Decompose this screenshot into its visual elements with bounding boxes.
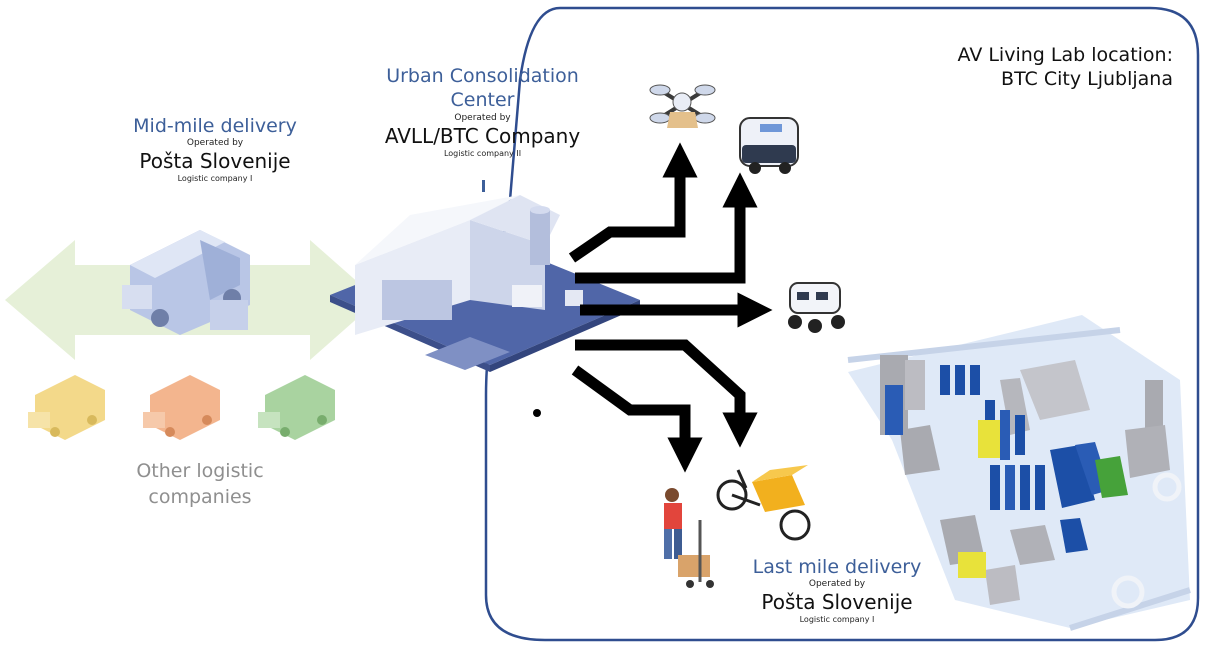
arrow-to-shuttle	[575, 172, 758, 284]
drone-icon	[649, 84, 716, 128]
mid-mile-company: Logistic company I	[177, 174, 253, 183]
delivery-robot-icon	[788, 282, 845, 333]
route-arrows	[568, 142, 773, 473]
last-mile-label: Last mile delivery Operated by Pošta Slo…	[722, 556, 952, 626]
van-icon-orange	[143, 375, 220, 440]
last-mile-company: Logistic company I	[799, 615, 875, 624]
living-lab-boundary	[484, 6, 1200, 642]
av-lab-line1: AV Living Lab location:	[957, 44, 1173, 66]
van-icon	[122, 230, 250, 335]
ucc-operator: AVLL/BTC Company	[384, 124, 581, 148]
courier-icon	[664, 488, 714, 588]
mid-mile-label: Mid-mile delivery Operated by Pošta Slov…	[100, 115, 330, 185]
ucc-company: Logistic company II	[443, 149, 522, 158]
other-line2: companies	[148, 486, 252, 508]
last-mile-title: Last mile delivery	[752, 556, 922, 578]
av-lab-line2: BTC City Ljubljana	[1001, 68, 1173, 90]
map-icon	[847, 315, 1191, 631]
mid-mile-title: Mid-mile delivery	[133, 115, 297, 137]
ucc-title-line2: Center	[450, 89, 515, 111]
ucc-title-line1: Urban Consolidation	[386, 65, 579, 87]
cargo-bike-icon	[716, 465, 811, 541]
arrow-to-courier	[571, 365, 703, 473]
other-companies-label: Other logistic companies	[90, 458, 310, 510]
dot	[533, 409, 541, 417]
mid-mile-operator: Pošta Slovenije	[139, 149, 291, 173]
van-icon-yellow	[28, 375, 105, 440]
warehouse-icon	[330, 180, 640, 372]
mid-mile-operated-by: Operated by	[186, 138, 244, 148]
arrow-to-drone	[568, 142, 698, 263]
last-mile-operator: Pošta Slovenije	[761, 590, 913, 614]
ucc-label: Urban Consolidation Center Operated by A…	[355, 64, 610, 160]
av-lab-label: AV Living Lab location: BTC City Ljublja…	[958, 43, 1173, 91]
van-icon-green	[258, 375, 335, 440]
last-mile-operated-by: Operated by	[808, 579, 866, 589]
other-line1: Other logistic	[136, 460, 264, 482]
autonomous-shuttle-icon	[739, 117, 799, 174]
arrow-to-bike	[575, 339, 758, 448]
ucc-operated-by: Operated by	[454, 113, 511, 123]
